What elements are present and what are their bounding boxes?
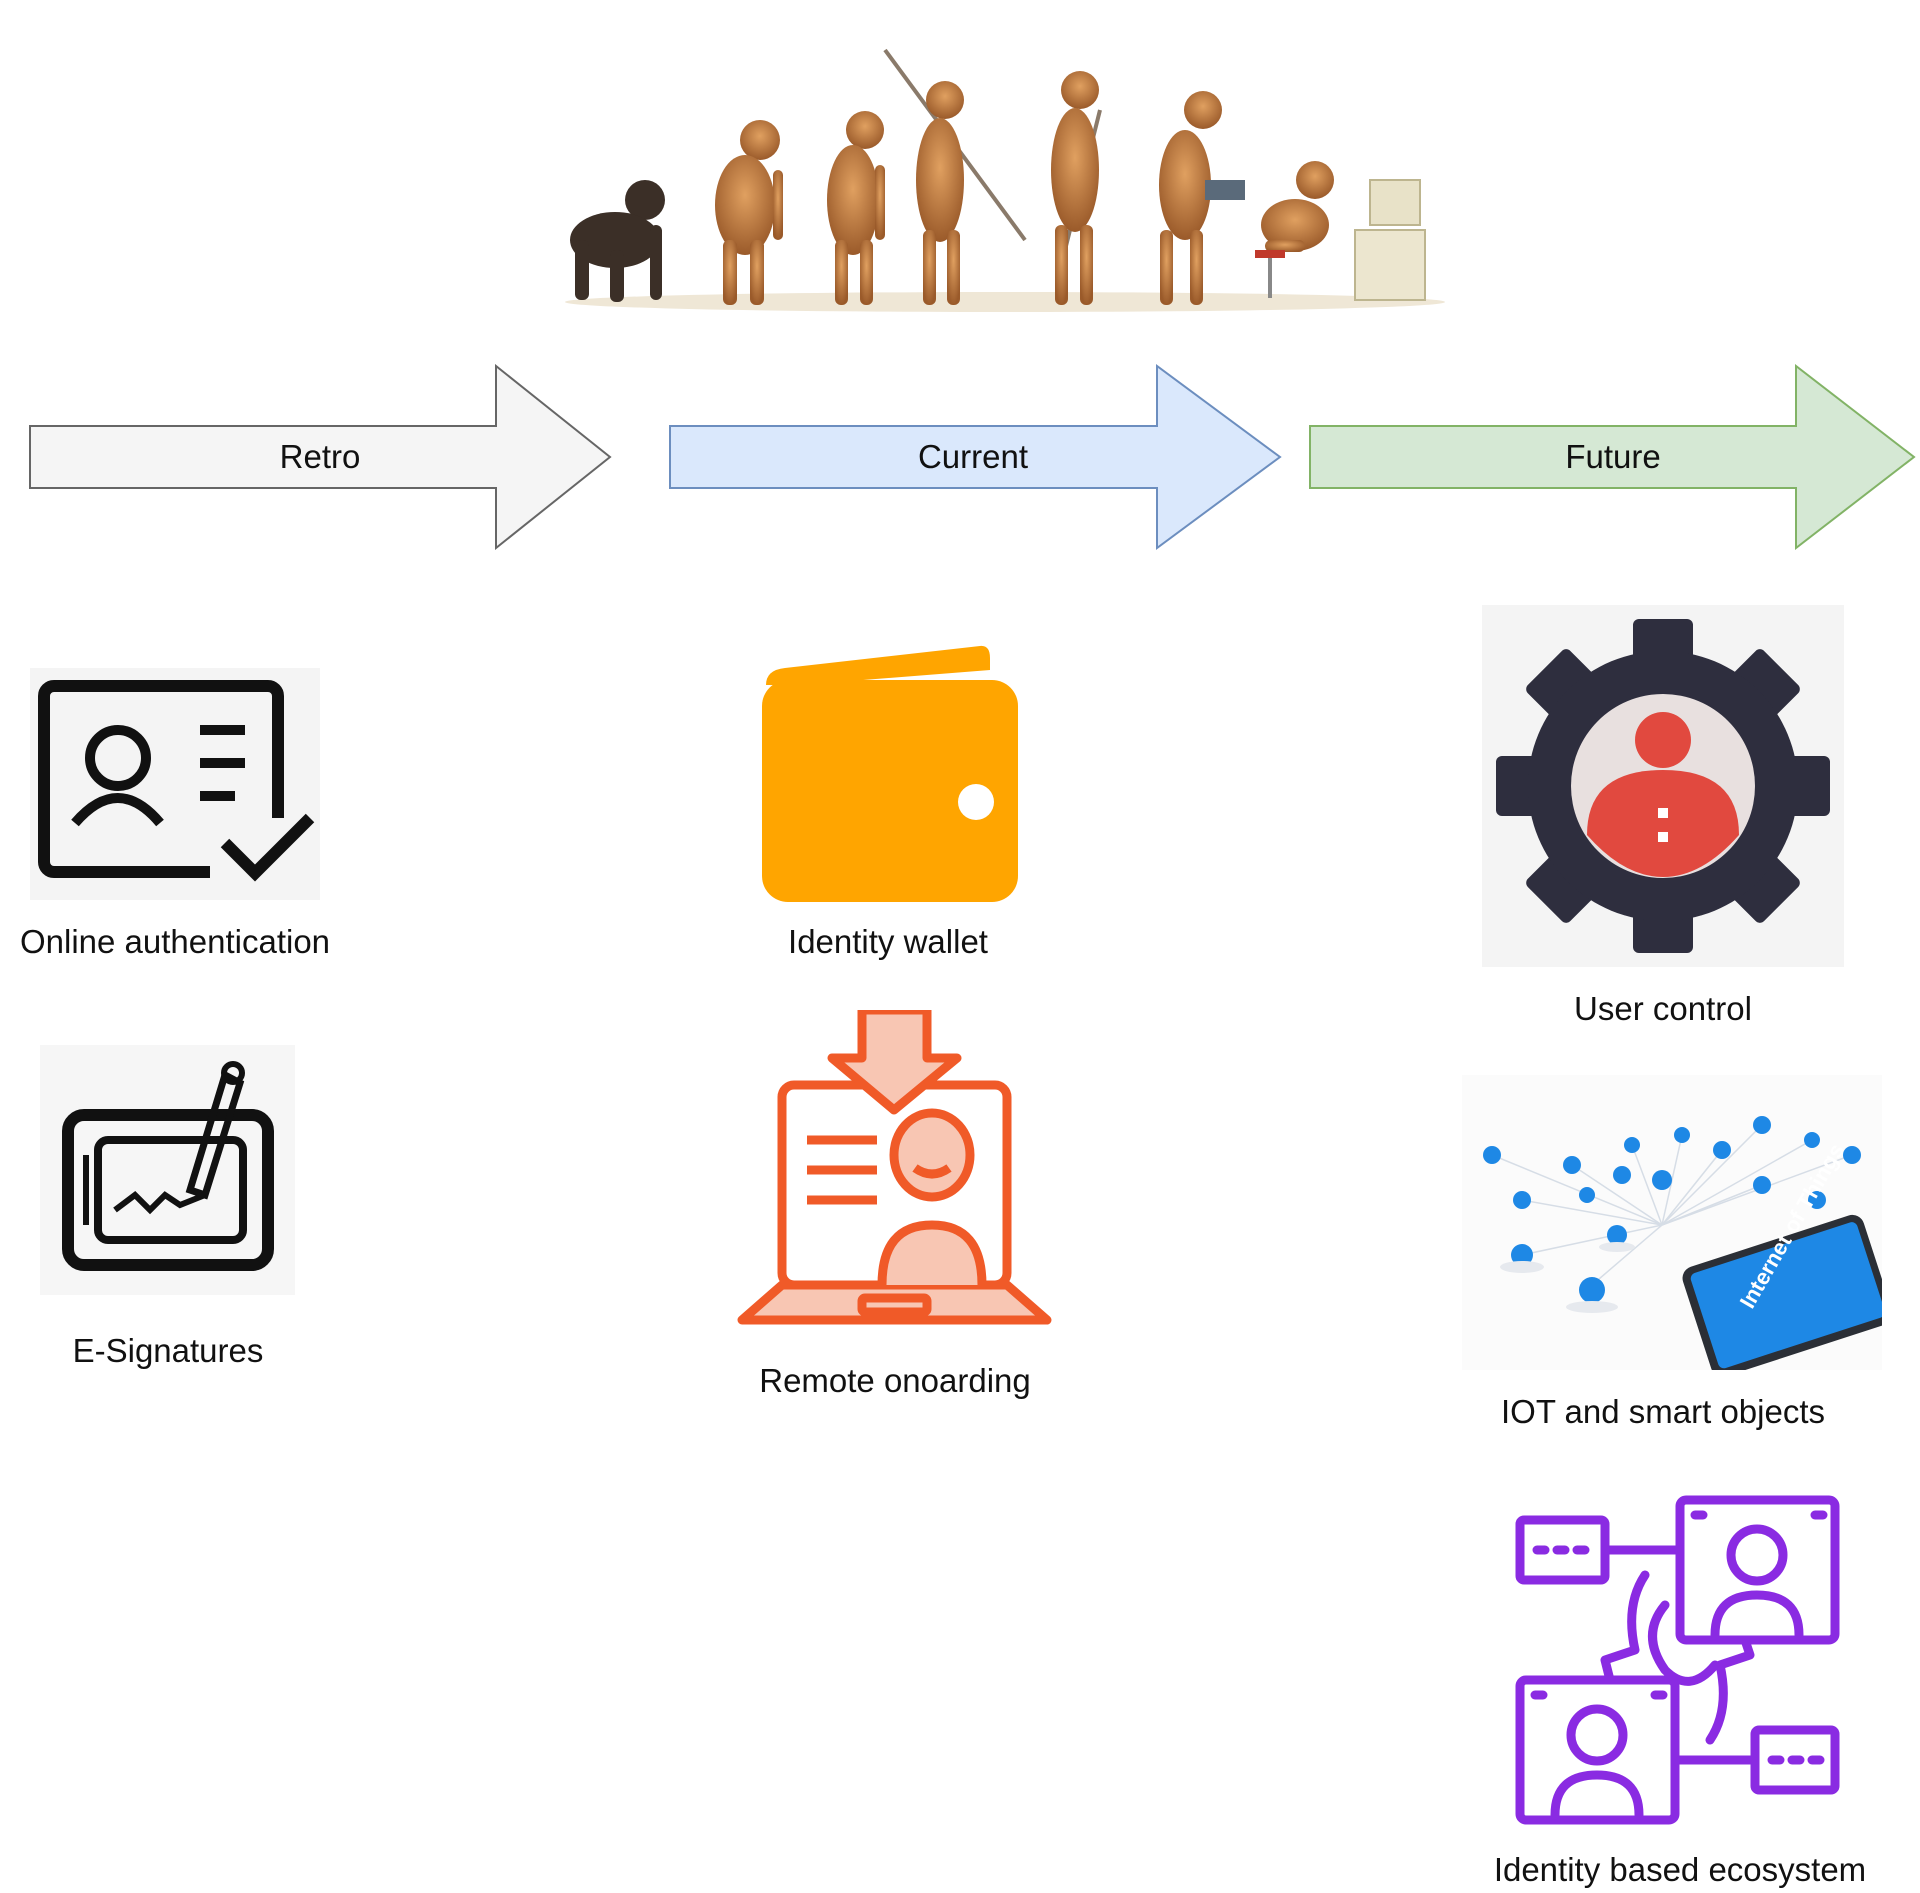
caption-identity-wallet: Identity wallet xyxy=(788,923,988,960)
caption-identity-ecosystem: Identity based ecosystem xyxy=(1493,1851,1867,1888)
stage-arrow-retro xyxy=(29,364,612,550)
stage-label-retro: Retro xyxy=(279,438,361,475)
gear-user-icon xyxy=(1482,605,1844,967)
stage-label-future: Future xyxy=(1565,438,1661,475)
tablet-signature-icon xyxy=(40,1045,295,1295)
caption-online-authentication: Online authentication xyxy=(19,923,331,960)
wallet-icon xyxy=(762,645,1018,902)
identity-network-icon xyxy=(1515,1495,1840,1825)
caption-iot-smart-objects: IOT and smart objects xyxy=(1500,1393,1826,1430)
stage-label-current: Current xyxy=(917,438,1029,475)
human-evolution-illustration xyxy=(565,48,1445,312)
id-card-check-icon xyxy=(30,668,320,900)
stage-arrow-future xyxy=(1309,364,1916,550)
internet-of-things-illustration: Internet of Things xyxy=(1462,1075,1882,1370)
laptop-id-download-icon xyxy=(737,1010,1052,1325)
stage-arrow-current xyxy=(669,364,1282,550)
caption-user-control: User control xyxy=(1574,990,1752,1027)
caption-e-signatures: E-Signatures xyxy=(72,1332,264,1369)
caption-remote-onboarding: Remote onoarding xyxy=(759,1362,1031,1399)
